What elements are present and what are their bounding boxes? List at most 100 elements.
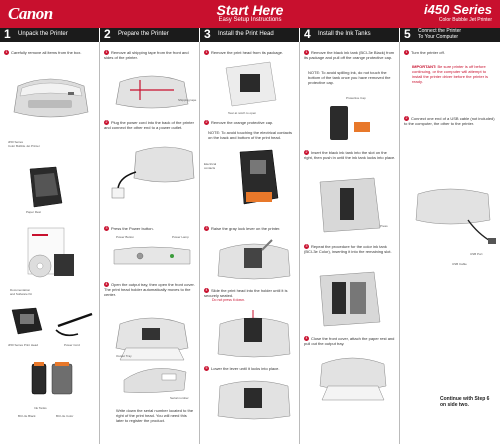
caption-usb-cable: USB Cable bbox=[452, 262, 467, 266]
step-title: Install the Print Head bbox=[218, 31, 274, 37]
instruction-text: Open the output tray, then open the fron… bbox=[104, 282, 195, 297]
bullet-icon: 2 bbox=[104, 120, 109, 125]
instruction-text: Connect one end of a USB cable (not incl… bbox=[404, 116, 495, 126]
instruction-text: Insert the black ink tank into the slot … bbox=[304, 150, 396, 160]
bullet-icon: 1 bbox=[304, 50, 309, 55]
important-note: IMPORTANT: Be sure printer is off before… bbox=[412, 64, 496, 84]
instruction-text: Turn the printer off. bbox=[411, 50, 445, 55]
lower-lever-illustration bbox=[217, 380, 291, 420]
canon-logo: Canon bbox=[8, 4, 53, 23]
bullet-icon: 4 bbox=[304, 336, 309, 341]
caption-print-head: i450 Series Print Head bbox=[8, 343, 39, 347]
caption-color-tank: BCI-3e Color bbox=[56, 414, 74, 418]
continue-note: Continue with Step 6 on side two. bbox=[440, 396, 489, 408]
serial-number-illustration bbox=[123, 368, 187, 393]
column-divider bbox=[399, 42, 400, 444]
caption-serial-number: Serial number bbox=[170, 396, 189, 400]
col2-instruction-5: Write down the serial number located to … bbox=[116, 408, 194, 423]
bullet-icon: 1 bbox=[104, 50, 109, 55]
model-name: i450 Series bbox=[424, 2, 492, 17]
model-subtitle: Color Bubble Jet Printer bbox=[438, 17, 492, 23]
step-title-line1: Connect the Printer bbox=[418, 28, 462, 34]
printer-illustration bbox=[13, 78, 89, 118]
page-title: Start Here bbox=[216, 2, 284, 18]
step-number: 5 bbox=[404, 27, 411, 41]
warning-do-not-press: Do not press it down. bbox=[212, 298, 245, 302]
column-divider bbox=[99, 42, 100, 444]
step-5-bar: 5 Connect the Printer To Your Computer bbox=[400, 27, 500, 42]
step-number: 1 bbox=[4, 27, 11, 41]
instruction-text: Press the Power button. bbox=[111, 226, 154, 231]
insert-color-tank-illustration bbox=[319, 271, 381, 327]
insert-black-tank-illustration bbox=[319, 177, 381, 233]
instruction-text: Repeat the procedure for the color ink t… bbox=[304, 244, 392, 254]
important-title: IMPORTANT: bbox=[412, 64, 437, 69]
caption-press: Press bbox=[380, 224, 388, 228]
step-number: 2 bbox=[104, 27, 111, 41]
step-number: 3 bbox=[204, 27, 211, 41]
caption-printer: i450 Series Color Bubble Jet Printer bbox=[8, 140, 40, 148]
power-cord-connection-illustration bbox=[111, 146, 195, 199]
bullet-icon: 2 bbox=[404, 116, 409, 121]
step-1-bar: 1 Unpack the Printer bbox=[0, 27, 99, 42]
col4-note: NOTE: To avoid spilling ink, do not touc… bbox=[308, 70, 391, 85]
paper-rest-illustration bbox=[29, 166, 63, 208]
instruction-text: Remove the print head from its package. bbox=[211, 50, 284, 55]
step-4-bar: 4 Install the Ink Tanks bbox=[300, 27, 399, 42]
insert-print-head-illustration bbox=[217, 310, 291, 358]
step-title-line2: To Your Computer bbox=[418, 34, 459, 40]
bullet-icon: 4 bbox=[104, 282, 109, 287]
instruction-text: Slide the print head into the holder unt… bbox=[204, 288, 288, 298]
bullet-icon: 2 bbox=[304, 150, 309, 155]
bullet-icon: 1 bbox=[4, 50, 9, 55]
print-head-and-cord-illustration bbox=[11, 307, 93, 337]
column-divider bbox=[299, 42, 300, 444]
step-title: Unpack the Printer bbox=[18, 31, 68, 37]
caption-protective-cap: Protective Cap bbox=[346, 96, 366, 100]
instruction-text: Raise the gray lock lever on the printer… bbox=[211, 226, 281, 231]
column-divider bbox=[199, 42, 200, 444]
caption-ink-tanks: Ink Tanks bbox=[34, 406, 47, 410]
caption-usb-port: USB Port bbox=[470, 252, 483, 256]
step-number: 4 bbox=[304, 27, 311, 41]
bullet-icon: 4 bbox=[204, 288, 209, 293]
bullet-icon: 5 bbox=[204, 366, 209, 371]
instruction-text: Remove all shipping tape from the front … bbox=[104, 50, 189, 60]
caption-power-cord: Power Cord bbox=[64, 343, 80, 347]
bullet-icon: 2 bbox=[204, 120, 209, 125]
instruction-text: Plug the power cord into the back of the… bbox=[104, 120, 194, 130]
page-subtitle: Easy Setup Instructions bbox=[218, 17, 282, 23]
print-head-cap-illustration bbox=[239, 149, 279, 205]
open-printer-illustration bbox=[115, 317, 189, 361]
caption-power-lamp: Power Lamp bbox=[172, 235, 189, 239]
print-head-package-illustration bbox=[225, 61, 277, 107]
caption-documentation: Documentation bbox=[10, 288, 31, 292]
bullet-icon: 1 bbox=[404, 50, 409, 55]
step-title: Prepare the Printer bbox=[118, 31, 169, 37]
bullet-icon: 1 bbox=[204, 50, 209, 55]
col3-note: NOTE: To avoid touching the electrical c… bbox=[208, 130, 292, 140]
step-title: Connect the Printer To Your Computer bbox=[418, 28, 461, 40]
caption-paper-rest: Paper Rest bbox=[26, 210, 42, 214]
bullet-icon: 3 bbox=[204, 226, 209, 231]
caption-electrical-contacts: Electrical contacts bbox=[204, 162, 217, 170]
bullet-icon: 3 bbox=[104, 226, 109, 231]
remove-cap-illustration bbox=[330, 106, 370, 140]
ink-tanks-illustration bbox=[31, 362, 73, 395]
bullet-icon: 3 bbox=[304, 244, 309, 249]
printer-with-tape-illustration bbox=[115, 75, 189, 109]
step-3-bar: 3 Install the Print Head bbox=[200, 27, 299, 42]
closed-printer-illustration bbox=[319, 357, 387, 401]
